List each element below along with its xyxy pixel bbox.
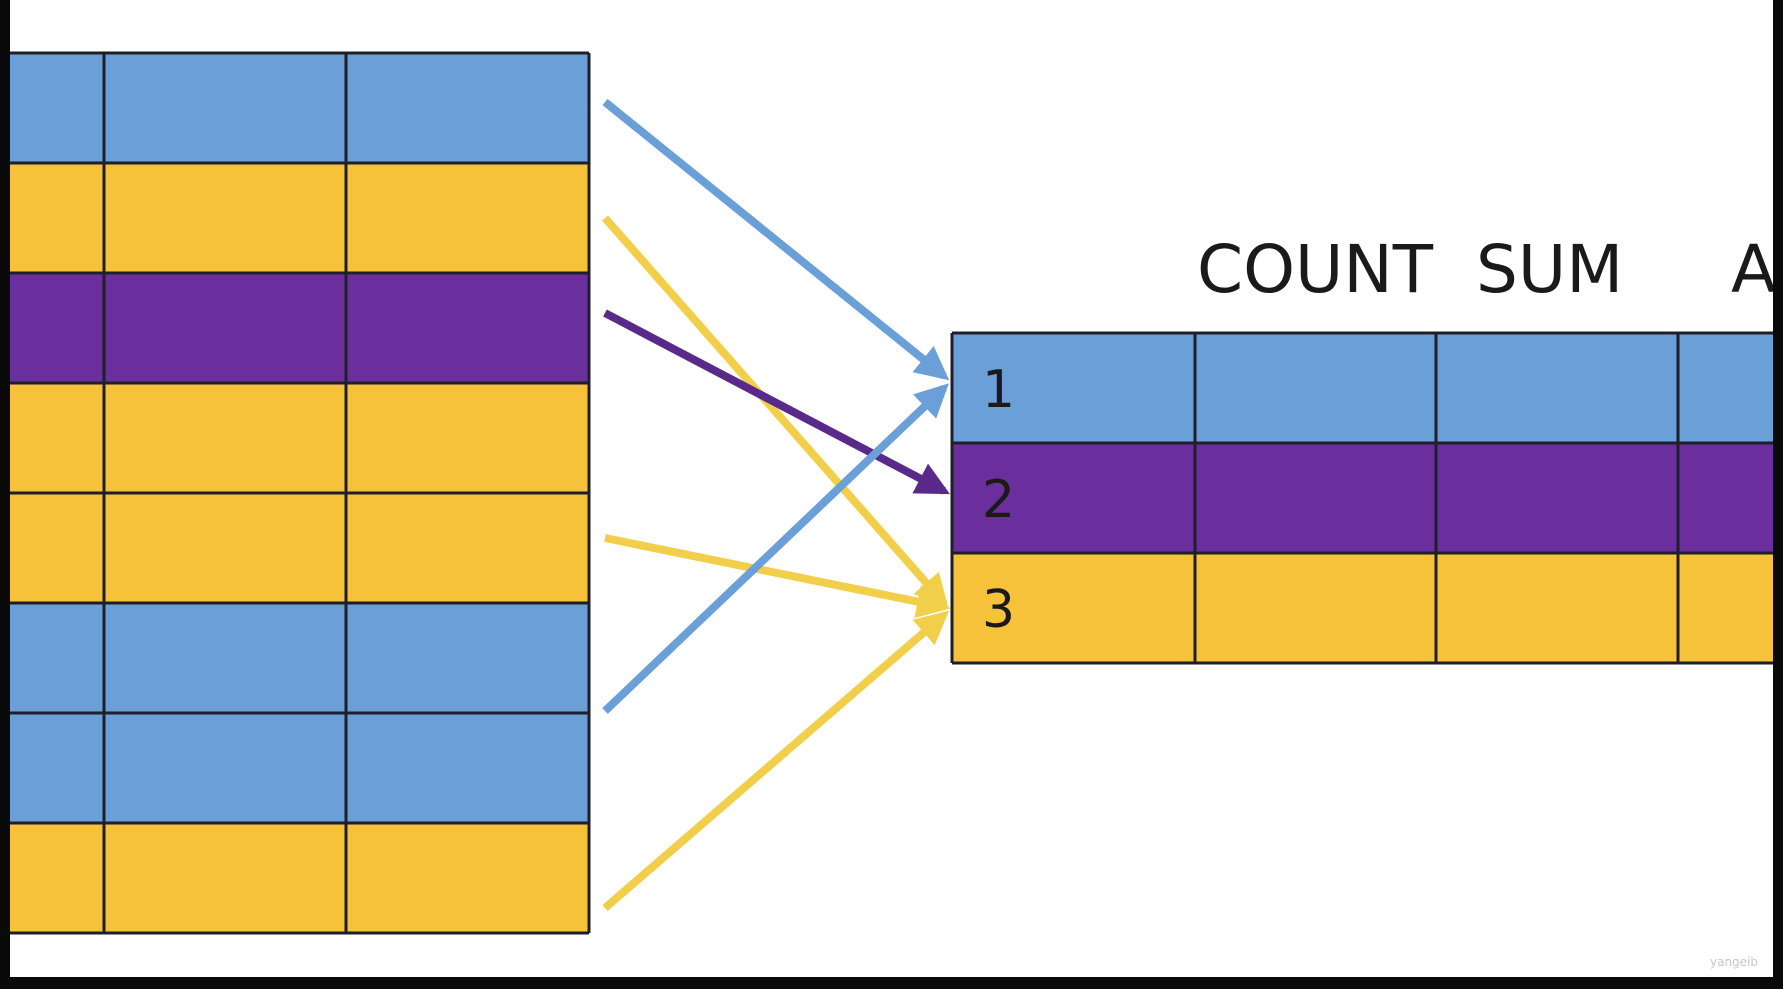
mapping-arrows [601,98,951,912]
result-row-1 [952,333,1773,443]
header-sum: SUM [1476,231,1623,308]
result-row-label: 2 [982,470,1015,530]
source-row-6 [10,603,589,713]
arrow-row3-to-group2 [603,309,950,495]
source-row-5 [10,493,589,603]
arrow-row6-to-group1 [602,383,949,714]
source-row-1 [10,53,589,163]
source-row-8 [10,823,589,933]
arrow-row1-to-group1 [602,98,950,381]
result-row-2 [952,443,1773,553]
watermark-text: yangeib [1710,955,1758,969]
source-row-4 [10,383,589,493]
result-row-label: 3 [982,580,1015,640]
source-table [10,51,591,935]
arrow-row5-to-group3 [604,534,951,619]
result-row-3 [952,553,1773,663]
diagram-canvas: 1 2 3 COUNT SUM A yangeib [10,0,1773,977]
result-headers: COUNT SUM A [1197,231,1773,308]
result-table: 1 2 3 [950,331,1773,665]
source-row-7 [10,713,589,823]
source-row-3 [10,273,589,383]
source-row-2 [10,163,589,273]
result-row-label: 1 [982,360,1015,420]
arrow-row2-to-group3 [601,215,949,609]
header-a: A [1731,231,1773,308]
arrow-row8-to-group3 [602,610,950,912]
header-count: COUNT [1197,231,1434,308]
group-by-aggregation-diagram: 1 2 3 COUNT SUM A yangeib [10,51,1773,969]
